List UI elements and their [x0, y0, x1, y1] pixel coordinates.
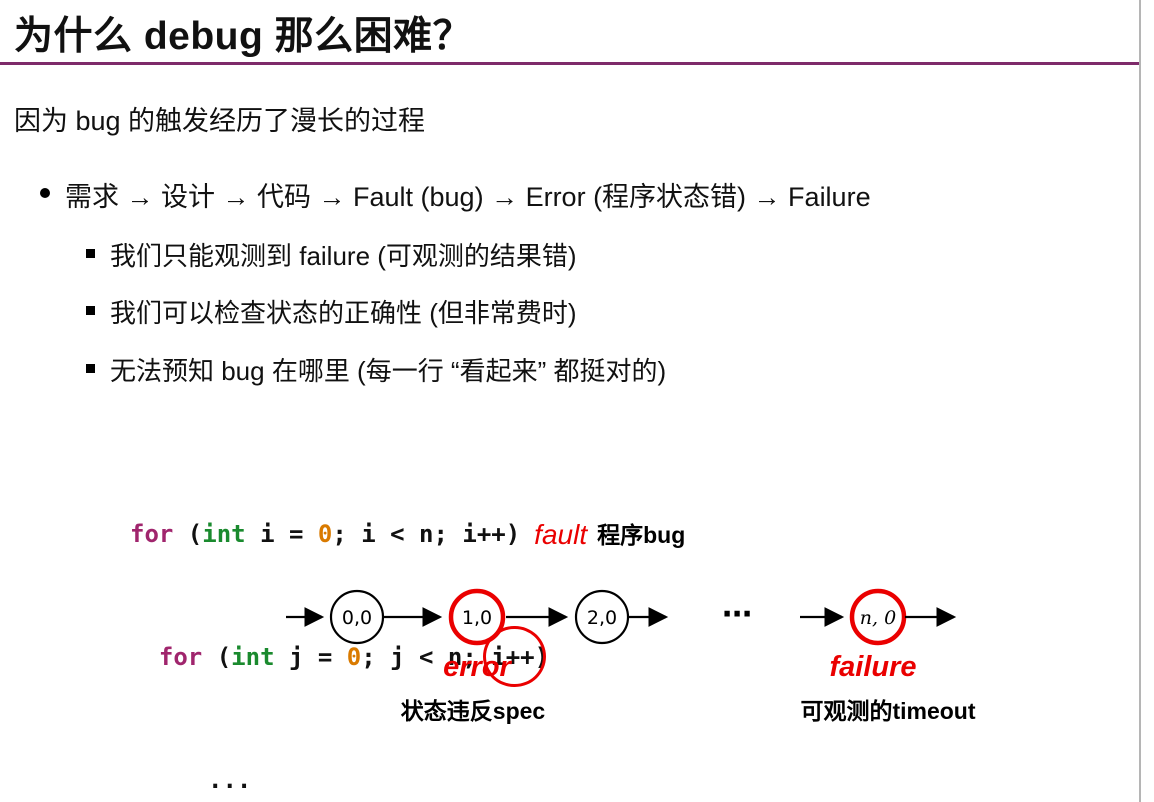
code-number: 0 [346, 643, 362, 671]
code-text: ; j < n; [361, 643, 492, 671]
sub-bullet-check-state: 我们可以检查状态的正确性 (但非常费时) [86, 293, 577, 330]
code-text: i = [245, 520, 318, 548]
code-line-3: ... [208, 766, 252, 794]
fault-note: 程序bug [597, 522, 686, 548]
state-label-0-0: 0,0 [342, 607, 372, 629]
failure-caption: 可观测的timeout [800, 698, 975, 724]
right-edge-divider [1139, 0, 1141, 802]
process-chain-bullet: 需求 → 设计 → 代码 → Fault (bug) → Error (程序状态… [40, 175, 871, 214]
state-label-n-0: n, 0 [860, 607, 896, 629]
bug-highlight-circle: i++ [483, 626, 547, 687]
sub-bullet-unknown-bug-location: 无法预知 bug 在哪里 (每一行 “看起来” 都挺对的) [86, 351, 666, 388]
fault-label: fault [534, 519, 588, 550]
code-punct: ( [202, 643, 232, 671]
title-rule-divider [0, 62, 1141, 65]
failure-label: failure [829, 651, 916, 683]
state-label-1-0: 1,0 [462, 607, 492, 629]
bullet-square-marker [86, 306, 95, 315]
state-circle-2-0 [574, 589, 630, 645]
code-line-1: for (int i = 0; i < n; i++) fault 程序bug [130, 512, 685, 555]
code-keyword: for [130, 520, 174, 548]
code-type: int [202, 520, 246, 548]
bullet-square-marker [86, 364, 95, 373]
state-circle-1-0-error [448, 588, 506, 646]
code-indent [130, 643, 159, 671]
code-type: int [231, 643, 275, 671]
error-label: error [443, 651, 512, 683]
sub-bullet-text: 我们可以检查状态的正确性 (但非常费时) [110, 298, 577, 328]
intro-text: 因为 bug 的触发经历了漫长的过程 [14, 106, 426, 136]
state-circle-n-0-failure [849, 588, 907, 646]
bullet-dot-marker [40, 188, 50, 198]
sub-bullet-observe-failure: 我们只能观测到 failure (可观测的结果错) [86, 236, 577, 273]
sub-bullet-text: 我们只能观测到 failure (可观测的结果错) [110, 241, 577, 271]
state-transition-diagram: 0,0 1,0 2,0 ⋯ n, 0 error failure 状态违反spe… [286, 588, 976, 724]
state-circle-0-0 [329, 589, 385, 645]
sub-bullet-text: 无法预知 bug 在哪里 (每一行 “看起来” 都挺对的) [110, 356, 667, 386]
process-chain-text: 需求 → 设计 → 代码 → Fault (bug) → Error (程序状态… [65, 182, 871, 212]
code-text: ; i < n; i++) [332, 520, 521, 548]
code-punct: ( [173, 520, 203, 548]
code-line-2: for (int j = 0; j < n; i++) [130, 626, 685, 687]
code-keyword: for [158, 643, 203, 671]
ellipsis-dots: ⋯ [722, 598, 752, 631]
state-label-2-0: 2,0 [587, 607, 617, 629]
bullet-square-marker [86, 249, 95, 258]
error-caption: 状态违反spec [401, 698, 546, 724]
code-text: j = [274, 643, 347, 671]
page-title: 为什么 debug 那么困难？ [14, 15, 473, 58]
code-number: 0 [317, 520, 333, 548]
